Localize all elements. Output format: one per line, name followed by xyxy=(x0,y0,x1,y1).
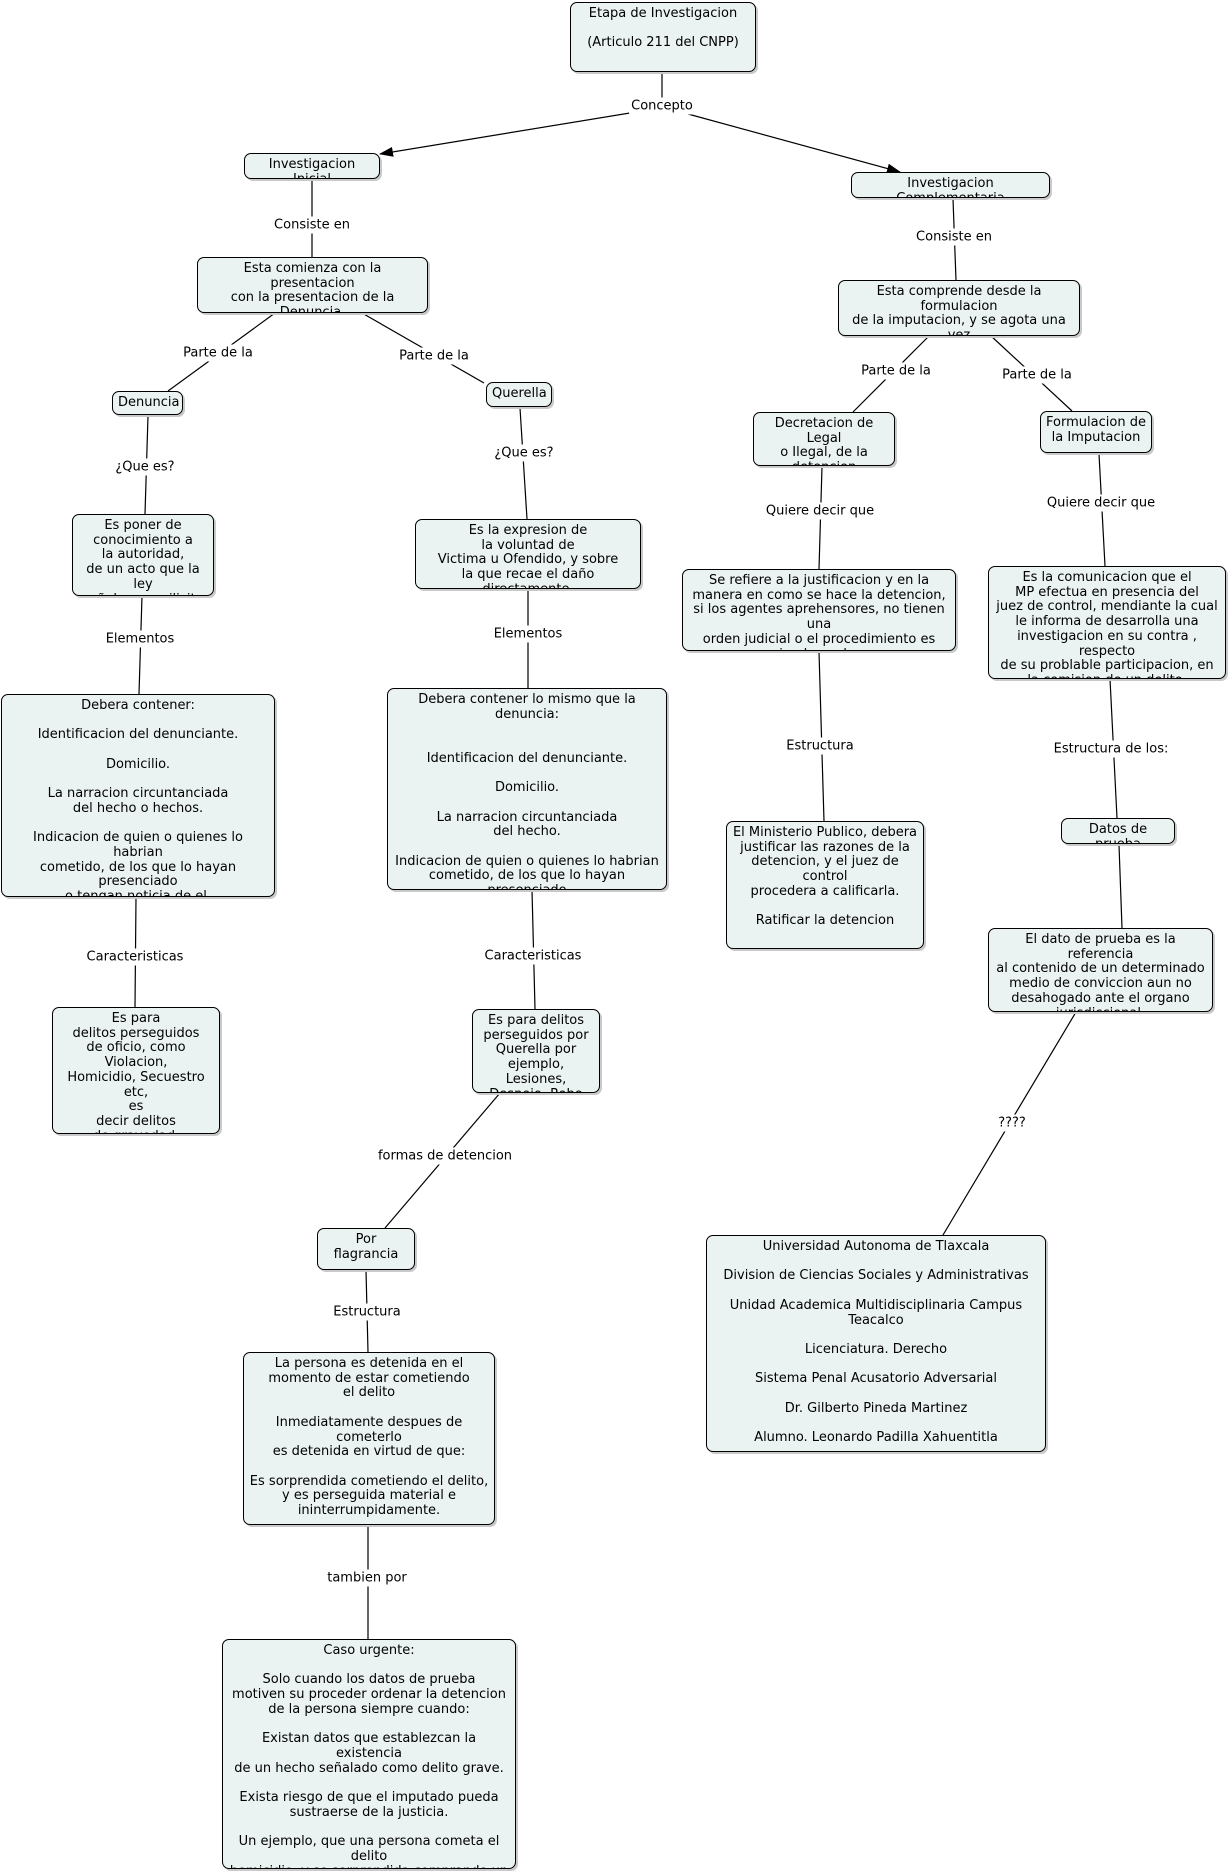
node-ministerio-publico: El Ministerio Publico, debera justificar… xyxy=(726,821,924,949)
node-persona-detenida: La persona es detenida en el momento de … xyxy=(243,1352,495,1525)
node-investigacion-complementaria: Investigacion Complementaria xyxy=(851,172,1050,198)
node-datos-de-prueba: Datos de prueba xyxy=(1061,818,1175,844)
edge-justificacion-ministerio xyxy=(818,651,825,822)
label-parte-de-la-decretacion: Parte de la xyxy=(859,362,933,380)
label-estructura-flagrancia: Estructura xyxy=(331,1303,403,1321)
node-debera-contener-denuncia: Debera contener: Identificacion del denu… xyxy=(1,694,275,897)
node-justificacion-detencion: Se refiere a la justificacion y en la ma… xyxy=(682,569,956,651)
label-elementos-querella: Elementos xyxy=(491,625,565,643)
node-formulacion-imputacion: Formulacion de la Imputacion xyxy=(1040,411,1152,453)
label-quiere-decir-formulacion: Quiere decir que xyxy=(1044,494,1158,512)
label-quiere-decir-decretacion: Quiere decir que xyxy=(763,502,877,520)
node-investigacion-inicial: Investigacion Inicial xyxy=(244,153,380,179)
label-interrogantes: ???? xyxy=(996,1114,1028,1132)
edge-concepto-complementaria xyxy=(687,113,901,174)
node-delitos-querella: Es para delitos perseguidos por Querella… xyxy=(472,1009,600,1093)
node-comunicacion-mp: Es la comunicacion que el MP efectua en … xyxy=(988,566,1226,679)
label-estructura-ministerio: Estructura xyxy=(784,737,856,755)
label-caracteristicas-denuncia: Caracteristicas xyxy=(84,948,186,966)
edge-datos-dato xyxy=(1118,844,1123,929)
node-universidad: Universidad Autonoma de Tlaxcala Divisio… xyxy=(706,1235,1046,1452)
node-dato-referencia: El dato de prueba es la referencia al co… xyxy=(988,928,1213,1012)
node-poner-conocimiento: Es poner de conocimiento a la autoridad,… xyxy=(72,514,214,596)
label-que-es-querella: ¿Que es? xyxy=(492,444,556,462)
label-parte-de-la-querella: Parte de la xyxy=(397,347,471,365)
edge-concepto-inicial xyxy=(379,111,637,157)
label-parte-de-la-formulacion: Parte de la xyxy=(1000,366,1074,384)
label-tambien-por: tambien por xyxy=(325,1569,409,1587)
node-comprende-formulacion: Esta comprende desde la formulacion de l… xyxy=(838,280,1080,336)
label-caracteristicas-querella: Caracteristicas xyxy=(482,947,584,965)
node-caso-urgente: Caso urgente: Solo cuando los datos de p… xyxy=(222,1639,516,1869)
node-debera-contener-querella: Debera contener lo mismo que la denuncia… xyxy=(387,688,667,890)
node-expresion-voluntad: Es la expresion de la voluntad de Victim… xyxy=(415,519,641,589)
label-consiste-en-complementaria: Consiste en xyxy=(914,228,994,246)
node-por-flagrancia: Por flagrancia xyxy=(317,1228,415,1270)
node-delitos-oficio: Es para delitos perseguidos de oficio, c… xyxy=(52,1007,220,1134)
node-decretacion: Decretacion de Legal o Ilegal, de la det… xyxy=(753,412,895,466)
node-etapa-investigacion: Etapa de Investigacion (Articulo 211 del… xyxy=(570,2,756,72)
label-parte-de-la-denuncia: Parte de la xyxy=(181,344,255,362)
label-concepto: Concepto xyxy=(629,97,695,115)
node-comienza-presentacion: Esta comienza con la presentacion con la… xyxy=(197,257,428,313)
label-elementos-denuncia: Elementos xyxy=(103,630,177,648)
label-consiste-en-inicial: Consiste en xyxy=(272,216,352,234)
label-estructura-de-los: Estructura de los: xyxy=(1051,740,1171,758)
edge-querella-expresion xyxy=(519,407,528,520)
node-querella: Querella xyxy=(486,382,552,407)
node-denuncia: Denuncia xyxy=(112,391,183,415)
label-formas-detencion: formas de detencion xyxy=(375,1147,515,1165)
label-que-es-denuncia: ¿Que es? xyxy=(113,458,177,476)
